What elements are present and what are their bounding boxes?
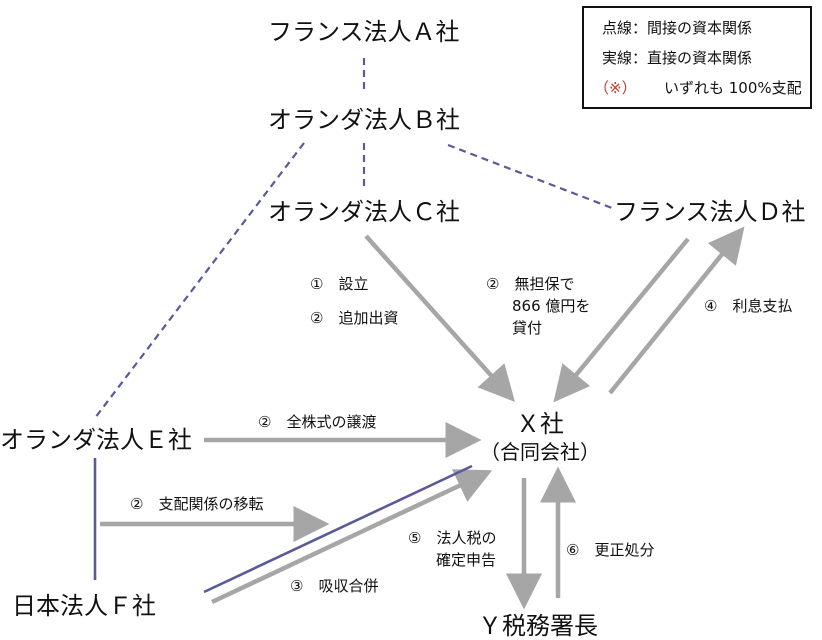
node-a: フランス法人Ａ社 — [268, 18, 460, 46]
label-establish: ① 設立 — [310, 275, 369, 293]
label-loan-line1: ② 無担保で — [486, 275, 575, 293]
label-tax-return-line2: 確定申告 — [436, 551, 497, 569]
node-b: オランダ法人Ｂ社 — [268, 106, 460, 134]
label-loan-line3: 貸付 — [512, 319, 543, 337]
legend-dotted: 点線：間接の資本関係 — [602, 19, 753, 37]
label-interest-payment: ④ 利息支払 — [704, 297, 793, 315]
node-d: フランス法人Ｄ社 — [614, 198, 806, 226]
node-f: 日本法人Ｆ社 — [12, 592, 156, 620]
label-control-transfer: ② 支配関係の移転 — [130, 495, 264, 513]
indirect-line-b-e — [94, 142, 305, 419]
arrow-x-to-d — [608, 226, 745, 395]
legend-solid: 実線：直接の資本関係 — [602, 49, 753, 67]
label-loan-line2: 866 億円を — [512, 297, 591, 315]
legend-note-text: いずれも 100%支配 — [664, 79, 802, 97]
label-tax-return-line1: ⑤ 法人税の — [408, 529, 497, 547]
label-merger: ③ 吸収合併 — [290, 577, 379, 595]
legend-note-mark: （※） — [594, 79, 637, 97]
arrow-f-to-x — [211, 469, 493, 605]
legend-box: 点線：間接の資本関係 実線：直接の資本関係 （※） いずれも 100%支配 — [582, 6, 812, 109]
label-share-transfer: ② 全株式の譲渡 — [258, 413, 377, 431]
arrow-d-to-x — [553, 237, 690, 403]
indirect-line-b-d — [447, 143, 613, 210]
node-c: オランダ法人Ｃ社 — [268, 198, 460, 226]
label-correction: ⑥ 更正処分 — [566, 541, 655, 559]
line-f-x-merge-dark — [203, 464, 473, 594]
node-y: Ｙ税務署長 — [478, 612, 598, 640]
node-x-type: （合同会社） — [480, 440, 600, 464]
arrow-c-to-x — [364, 234, 516, 403]
label-additional-investment: ② 追加出資 — [310, 309, 399, 327]
node-e: オランダ法人Ｅ社 — [0, 426, 192, 454]
node-x: Ｘ社 — [516, 410, 564, 438]
